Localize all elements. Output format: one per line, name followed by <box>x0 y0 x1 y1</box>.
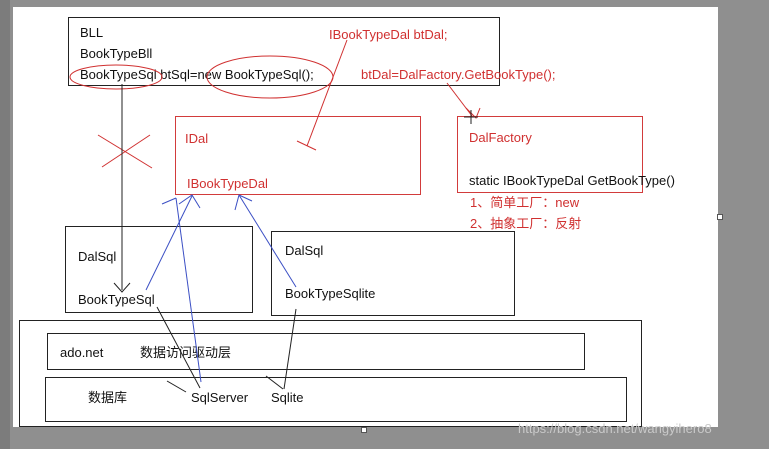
ado-net-box <box>47 333 585 370</box>
sqlserver-to-idal-line <box>175 197 202 383</box>
bll-title: BLL <box>80 25 104 40</box>
idal-left-arrowhead <box>161 197 177 205</box>
database-box <box>45 377 627 422</box>
bookTypeSql-ellipse <box>69 64 163 90</box>
diagram-canvas <box>13 7 718 427</box>
selection-handle-bottom[interactable] <box>361 427 367 433</box>
new-booktypesql-ellipse <box>206 55 334 99</box>
source-watermark: https://blog.csdn.net/wangyihero8 <box>518 421 712 436</box>
dalsqlite-box <box>271 231 515 316</box>
call-to-factory-line <box>446 82 473 117</box>
data-access-layer-box <box>19 320 642 427</box>
sqlserver-left-tick <box>166 380 187 393</box>
field-declaration-note: IBookTypeDal btDal; <box>329 27 448 42</box>
sqlite-left-tick <box>265 375 284 390</box>
booktypesql-implements-line <box>145 195 193 291</box>
dalsql-class: BookTypeSql <box>78 292 155 307</box>
selection-handle-right[interactable] <box>717 214 723 220</box>
idal-box <box>175 116 421 195</box>
sqlserver-label: SqlServer <box>191 390 249 405</box>
dalsqlite-class: BookTypeSqlite <box>285 286 376 301</box>
database-label: 数据库 <box>88 390 128 405</box>
booktypesqlite-implements-line <box>238 194 297 288</box>
booktypesql-implements-arrowhead <box>178 194 201 209</box>
window-edge <box>0 0 10 449</box>
factory-call-note: btDal=DalFactory.GetBookType(); <box>361 67 556 82</box>
booktypesqlite-implements-arrowhead <box>234 194 253 211</box>
bll-box <box>68 17 500 86</box>
dalfactory-method: static IBookTypeDal GetBookType() <box>469 173 675 188</box>
idal-interface-label: IBookTypeDal <box>187 176 268 191</box>
field-to-idal-arrow <box>306 39 348 147</box>
idal-title: IDal <box>185 131 209 146</box>
dalsqlite-to-sqlite-line <box>283 308 297 390</box>
ado-net-label: ado.net <box>60 345 104 360</box>
bll-code-line: BookTypeSql btSql=new BookTypeSql(); <box>80 67 314 82</box>
field-to-idal-arrowhead <box>296 140 317 151</box>
call-to-factory-arrowhead <box>465 107 481 119</box>
factory-note-abstract: 2、抽象工厂：反射 <box>470 216 582 231</box>
dalfactory-title: DalFactory <box>469 130 532 145</box>
sqlite-label: Sqlite <box>271 390 304 405</box>
dalfactory-box <box>457 116 643 193</box>
dalsqlite-title: DalSql <box>285 243 324 258</box>
factory-note-simple: 1、简单工厂：new <box>470 195 580 210</box>
dalsql-title: DalSql <box>78 249 117 264</box>
ado-net-description: 数据访问驱动层 <box>140 345 232 360</box>
bll-class-label: BookTypeBll <box>80 46 153 61</box>
dalsql-to-sqlserver-line <box>156 306 201 389</box>
red-cross-line-b <box>101 134 151 168</box>
bll-to-dalsql-arrowhead <box>113 282 131 293</box>
dalsql-box <box>65 226 253 313</box>
